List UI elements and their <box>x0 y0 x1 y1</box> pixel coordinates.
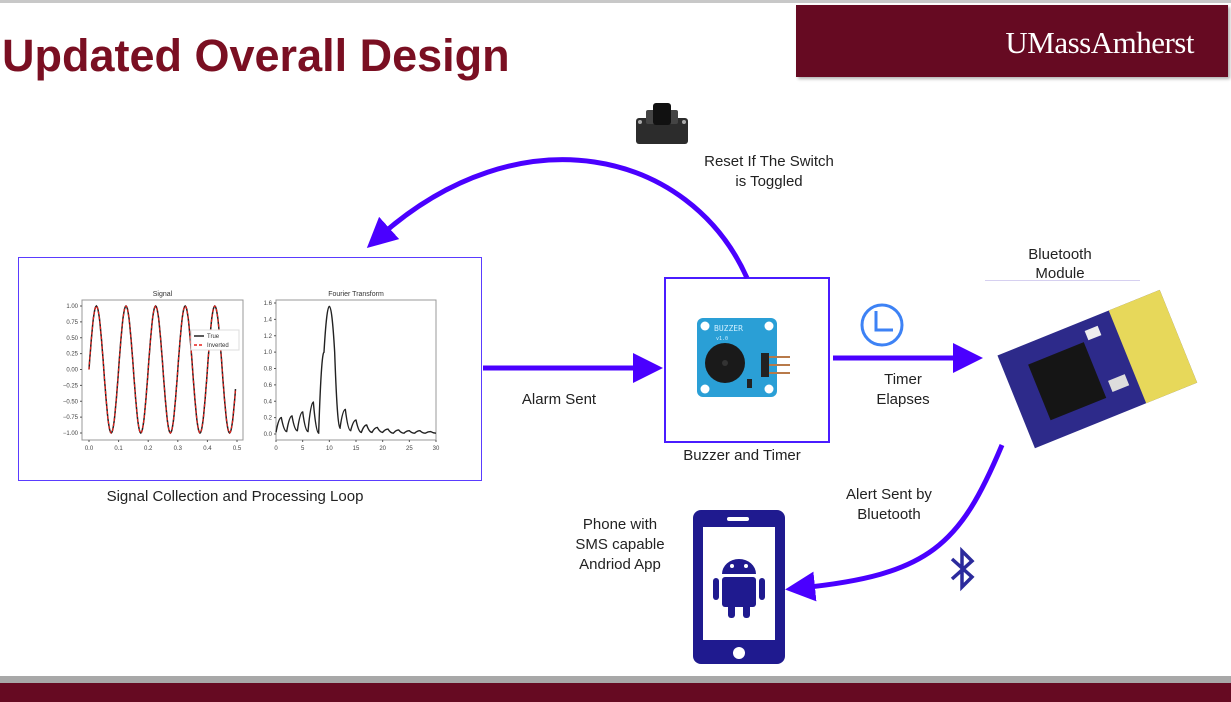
x-tick-label: 5 <box>301 446 305 452</box>
alarm-sent-label: Alarm Sent <box>521 391 597 408</box>
y-tick-label: 1.6 <box>264 301 273 307</box>
legend-label-true: True <box>207 334 220 340</box>
bluetooth-icon <box>950 546 975 592</box>
y-tick-label: −0.50 <box>63 399 79 405</box>
fourier-series-line <box>275 305 437 434</box>
x-tick-label: 0.0 <box>85 446 94 452</box>
chart-title: Signal <box>153 291 173 298</box>
brand-banner: UMassAmherst <box>796 5 1228 77</box>
x-tick-label: 0.5 <box>233 446 242 452</box>
y-tick-label: −0.75 <box>63 415 79 421</box>
bluetooth-module-label-line2: Module <box>1035 265 1085 282</box>
phone-label-line1: Phone with <box>582 516 658 533</box>
phone-label-line2: SMS capable <box>575 536 665 553</box>
slide-title: Updated Overall Design <box>2 30 510 81</box>
y-tick-label: 0.0 <box>264 432 273 438</box>
alert-label-line1: Alert Sent by <box>846 486 932 503</box>
y-tick-label: 1.00 <box>66 304 78 310</box>
y-tick-label: 0.6 <box>264 383 273 389</box>
x-tick-label: 15 <box>353 446 360 452</box>
top-border <box>0 0 1231 3</box>
series-line-inverted <box>88 305 237 434</box>
android-icon <box>713 559 765 618</box>
y-tick-label: 0.25 <box>66 352 78 358</box>
reset-feedback-arrow <box>366 157 750 280</box>
reset-label-line1: Reset If The Switch <box>704 153 834 170</box>
y-tick-label: 0.75 <box>66 320 78 326</box>
bluetooth-module-icon <box>997 289 1198 449</box>
y-tick-label: 1.2 <box>264 334 273 340</box>
buzzer-board-icon: BUZZER v1.0 <box>697 318 790 397</box>
clock-icon <box>860 303 904 347</box>
phone-label-line3: Andriod App <box>579 556 661 573</box>
x-tick-label: 0.2 <box>144 446 153 452</box>
buzzer-board-version: v1.0 <box>716 336 728 342</box>
y-tick-label: 1.0 <box>264 350 273 356</box>
timer-label-line1: Timer <box>884 371 922 388</box>
y-tick-label: 0.00 <box>66 368 78 374</box>
footer-bar <box>0 683 1231 702</box>
alert-arrow <box>785 444 1005 602</box>
x-tick-label: 0.3 <box>174 446 183 452</box>
push-button-icon <box>636 103 688 144</box>
x-tick-label: 0 <box>274 446 278 452</box>
bluetooth-label-underline <box>985 280 1140 281</box>
alert-label-line2: Bluetooth <box>857 506 921 523</box>
x-tick-label: 0.4 <box>203 446 212 452</box>
y-tick-label: −0.25 <box>63 383 79 389</box>
chart-title: Fourier Transform <box>328 291 384 298</box>
legend-label-inverted: Inverted <box>207 343 229 349</box>
timer-label-line2: Elapses <box>876 391 930 408</box>
y-tick-label: 0.4 <box>264 399 273 405</box>
x-tick-label: 30 <box>433 446 440 452</box>
brand-logo-text: UMassAmherst <box>1005 25 1194 60</box>
buzzer-timer-label: Buzzer and Timer <box>683 447 801 464</box>
x-tick-label: 20 <box>379 446 386 452</box>
x-tick-label: 25 <box>406 446 413 452</box>
buzzer-board-label: BUZZER <box>714 324 743 333</box>
y-tick-label: 1.4 <box>264 317 273 323</box>
x-tick-label: 0.1 <box>114 446 123 452</box>
chart-legend <box>190 329 240 351</box>
buzzer-box: BUZZER v1.0 <box>664 277 830 443</box>
y-tick-label: 0.2 <box>264 416 273 422</box>
y-tick-label: −1.00 <box>63 431 79 437</box>
reset-label-line2: is Toggled <box>735 173 803 190</box>
y-tick-label: 0.8 <box>264 367 273 373</box>
x-tick-label: 10 <box>326 446 333 452</box>
footer-gray-strip <box>0 676 1231 683</box>
y-tick-label: 0.50 <box>66 336 78 342</box>
loop-caption: Signal Collection and Processing Loop <box>106 488 364 505</box>
bluetooth-module-label-line1: Bluetooth <box>1028 246 1092 263</box>
